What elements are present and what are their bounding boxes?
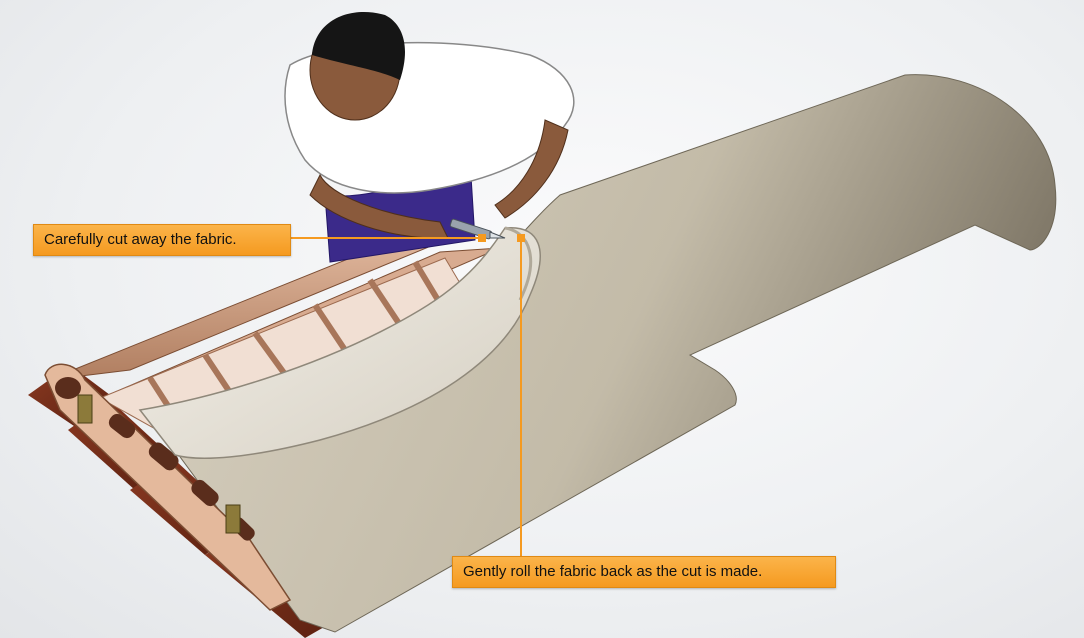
exposed-wing-structure (44, 231, 501, 611)
rolled-fabric-flap (138, 227, 541, 459)
callout-roll-fabric: Gently roll the fabric back as the cut i… (452, 556, 836, 588)
callout-cut-fabric: Carefully cut away the fabric. (33, 224, 291, 256)
utility-knife-icon (449, 218, 506, 240)
